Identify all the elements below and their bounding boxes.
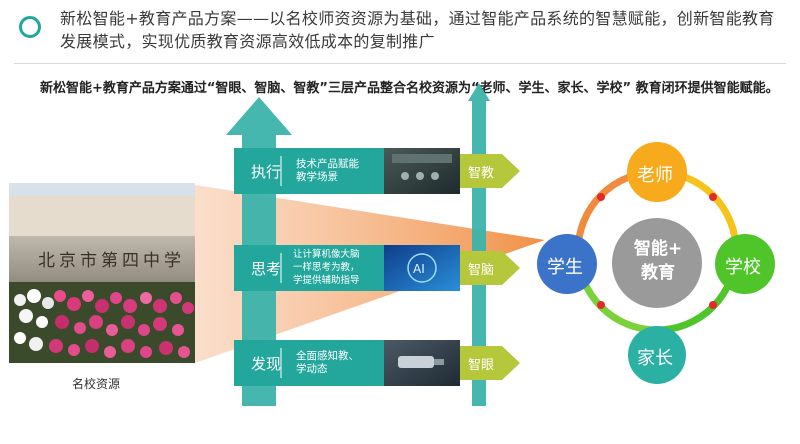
tag-smart-eye: 智眼: [468, 358, 495, 373]
svg-text:AI: AI: [413, 262, 425, 276]
node-student: [537, 234, 597, 294]
node-student-label: 学生: [547, 257, 583, 278]
page-title: 新松智能+教育产品方案——以名校师资资源为基础，通过智能产品系统的智慧赋能，创新…: [60, 9, 775, 51]
school-photo: [9, 183, 195, 363]
education-cycle: [537, 142, 775, 384]
center-hub-label: 智能+ 教育: [628, 237, 688, 285]
center-line: 教育: [641, 263, 675, 283]
layer-desc-discover: 全面感知教、 学动态: [296, 350, 359, 376]
layer-label-execute: 执行: [251, 163, 282, 181]
desc-line: 学动态: [296, 363, 328, 375]
layer-label-think: 思考: [251, 260, 282, 278]
header-divider: [14, 63, 786, 64]
layer-label-discover: 发现: [251, 355, 282, 373]
desc-line: 教学场景: [296, 171, 338, 183]
layer-row-1: [234, 148, 520, 194]
node-school: [715, 234, 775, 294]
ai-brain-thumbnail: [384, 245, 460, 291]
desc-line: 全面感知教、: [296, 350, 359, 362]
ring-marker: [709, 193, 717, 201]
node-teacher-label: 老师: [637, 165, 673, 186]
ring-marker: [597, 193, 605, 201]
node-parent-label: 家长: [637, 348, 673, 369]
tag-arrow-3: [460, 346, 520, 380]
node-parent: [628, 326, 686, 384]
layer-desc-think: 让计算机像大脑 一样思考为教， 学提供辅助指导: [293, 248, 360, 287]
tag-arrow-1: [460, 154, 520, 188]
school-sign-text: 北京市第四中学: [38, 251, 185, 271]
center-line: 智能+: [633, 239, 683, 259]
tag-smart-teach: 智教: [468, 166, 495, 181]
layer-row-2: AI: [234, 245, 520, 291]
desc-line: 让计算机像大脑: [293, 249, 360, 260]
tag-smart-brain: 智脑: [468, 263, 495, 278]
node-school-label: 学校: [725, 257, 761, 278]
intro-text: 新松智能+教育产品方案通过“智眼、智脑、智教”三层产品整合名校资源为“老师、学生…: [40, 81, 779, 96]
layer-desc-execute: 技术产品赋能 教学场景: [296, 158, 359, 184]
tag-arrow-2: [460, 251, 520, 285]
title-bullet-icon: [19, 16, 41, 38]
center-hub: [612, 218, 702, 308]
ring-marker: [709, 301, 717, 309]
layer-row-3: [234, 340, 520, 386]
ring-marker: [597, 301, 605, 309]
photo-caption: 名校资源: [72, 377, 121, 391]
desc-line: 一样思考为教，: [293, 262, 360, 273]
desc-line: 技术产品赋能: [296, 158, 359, 170]
desc-line: 学提供辅助指导: [293, 275, 360, 286]
node-teacher: [627, 142, 687, 202]
